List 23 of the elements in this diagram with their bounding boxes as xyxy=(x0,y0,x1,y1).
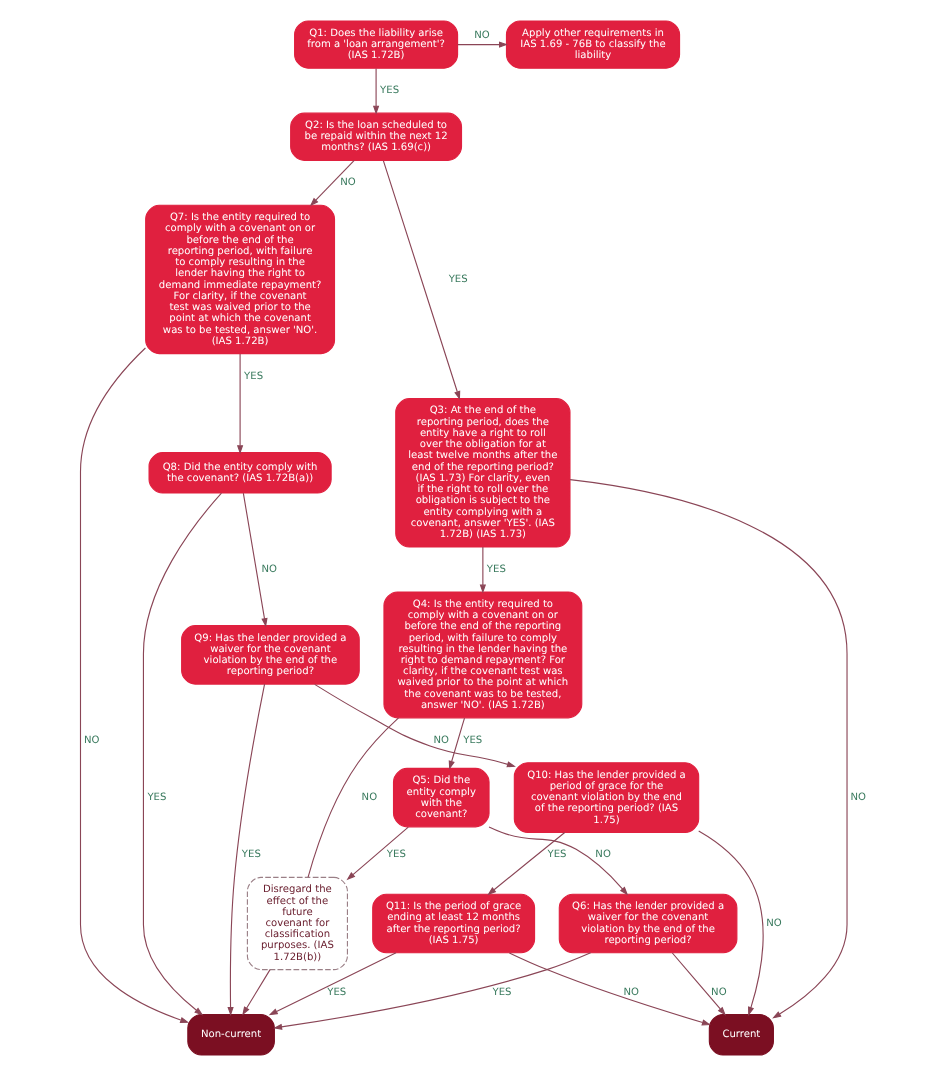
arrow xyxy=(371,67,379,115)
arrow xyxy=(226,683,265,1017)
arrow xyxy=(345,826,408,881)
arrow xyxy=(141,492,221,1016)
arrow xyxy=(447,717,465,770)
arrow xyxy=(241,492,267,628)
arrow xyxy=(697,830,763,1016)
arrow xyxy=(487,826,628,896)
arrow xyxy=(267,952,396,1016)
arrow xyxy=(486,832,565,896)
arrow xyxy=(272,952,591,1030)
arrow xyxy=(568,479,847,1019)
arrow xyxy=(241,969,270,1016)
arrow xyxy=(78,347,189,1023)
connector xyxy=(306,717,399,878)
arrow xyxy=(235,353,243,455)
arrow xyxy=(670,952,725,1016)
arrow xyxy=(308,159,354,207)
arrow xyxy=(313,683,515,768)
arrow xyxy=(507,952,710,1026)
arrow xyxy=(456,41,507,48)
arrow xyxy=(478,546,485,594)
arrow xyxy=(381,160,460,401)
